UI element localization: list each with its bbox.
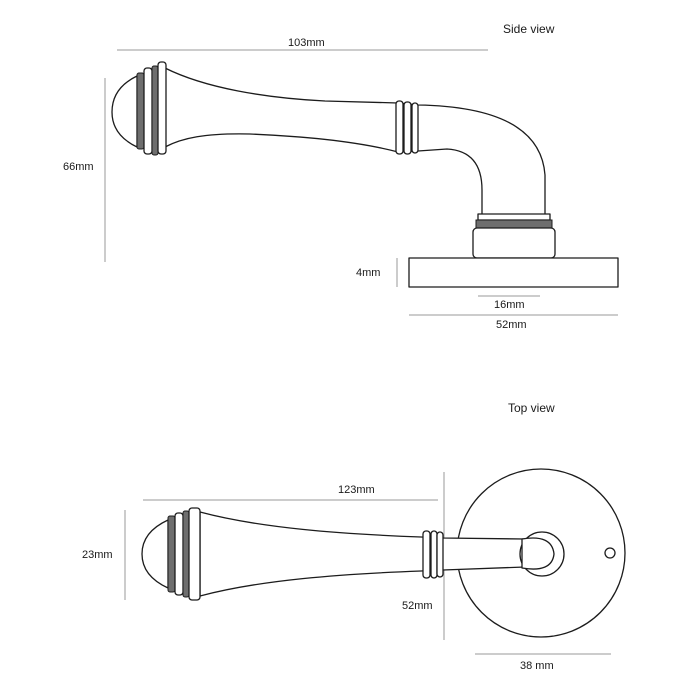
side-knob-band-2 [151, 65, 159, 156]
side-neck-base [472, 227, 556, 259]
top-knob-band-2 [182, 510, 190, 598]
top-collar-ring-1 [422, 530, 431, 579]
top-length-label: 123mm [338, 484, 375, 496]
neck-diameter-label: 16mm [494, 299, 525, 311]
side-knob-ring-2 [157, 61, 167, 155]
side-collar-ring-1 [395, 100, 404, 155]
top-knob-ring-2 [188, 507, 201, 601]
top-view-title: Top view [508, 401, 555, 415]
rose-thickness-label: 4mm [356, 267, 380, 279]
side-knob-band-1 [136, 72, 145, 150]
side-lever-body [164, 67, 546, 216]
side-view: Side view 103mm 66mm 4mm 16mm 52mm [63, 22, 619, 331]
side-rose-diameter-label: 52mm [496, 319, 527, 331]
top-collar-ring-3 [436, 531, 444, 578]
top-spindle-collar-inner [521, 537, 555, 570]
side-collar-ring-3 [411, 102, 419, 154]
top-collar-ring-2 [430, 530, 438, 579]
side-view-title: Side view [503, 22, 555, 36]
side-height-label: 66mm [63, 161, 94, 173]
side-collar-ring-2 [403, 101, 412, 155]
side-neck-ring-top [477, 213, 551, 221]
top-knob-ring-1 [174, 512, 184, 596]
side-knob-ring-1 [143, 67, 153, 155]
top-grip-height-label: 23mm [82, 549, 113, 561]
side-length-label: 103mm [288, 37, 325, 49]
top-rose-diameter-label: 52mm [402, 600, 433, 612]
top-knob-band-1 [167, 515, 176, 593]
top-projection-label: 38 mm [520, 660, 554, 672]
top-knob-cap [141, 519, 169, 589]
side-neck-band [475, 219, 553, 229]
top-rose-screw-hole [604, 547, 616, 559]
top-view: Top view 123mm 52mm 23mm 38 mm [82, 401, 626, 672]
side-rose-plate [408, 257, 619, 288]
side-knob-cap [111, 75, 138, 148]
